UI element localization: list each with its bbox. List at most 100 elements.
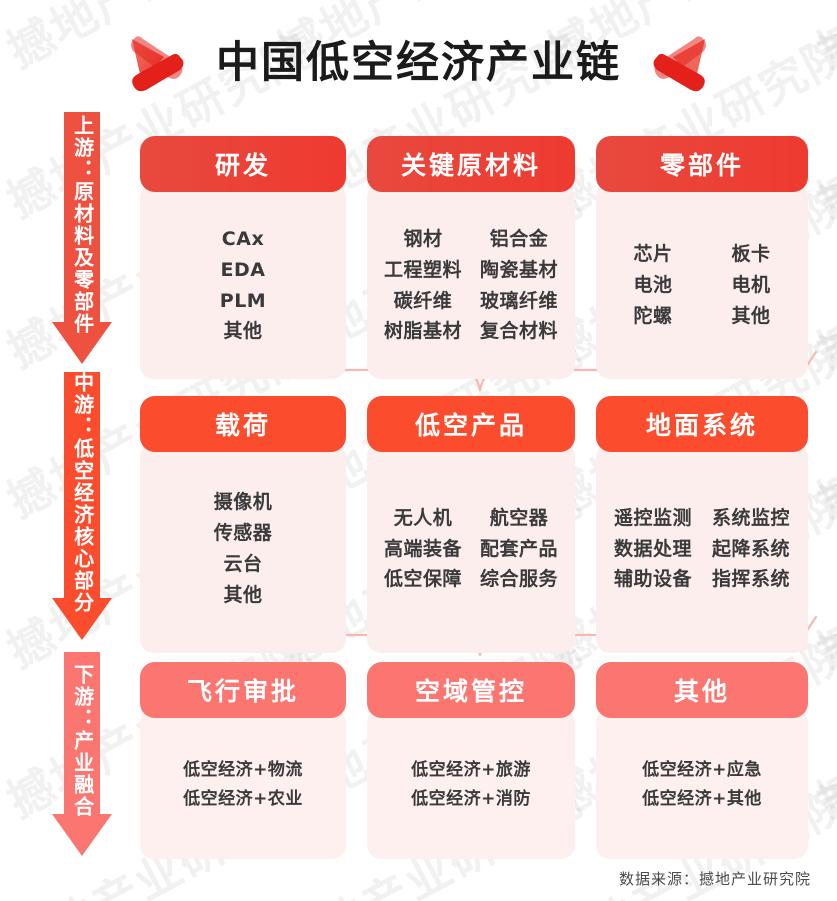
category-header[interactable]: 地面系统 (596, 396, 808, 452)
item-label: 低空经济+其他 (642, 789, 762, 809)
category-card[interactable]: 关键原材料钢材铝合金工程塑料陶瓷基材碳纤维 玻璃纤维树脂基材复合材料 (367, 136, 575, 379)
category-items-panel: 遥控监测系统监控数据处理起降系统辅助设备指挥系统 (596, 443, 808, 653)
category-items-panel: 摄像机传感器云台其他 (140, 443, 346, 653)
item-label: 综合服务 (479, 568, 558, 591)
title-bar: 中国低空经济产业链 (0, 22, 837, 104)
category-card[interactable]: 飞行审批低空经济+物流低空经济+农业 (140, 662, 346, 859)
category-header[interactable]: 其他 (596, 662, 808, 718)
item-label: 其他 (223, 320, 263, 343)
item-label: 碳纤维 (393, 289, 453, 312)
category-card[interactable]: 空域管控低空经济+旅游低空经济+消防 (367, 662, 575, 859)
stage-arrow-midstream: 中游：低空经济核心部分 (52, 372, 112, 640)
item-row: 其他 (148, 583, 338, 607)
category-header[interactable]: 零部件 (596, 136, 808, 192)
category-items-panel: 低空经济+应急低空经济+其他 (596, 709, 808, 859)
item-row: 低空经济+应急 (604, 761, 800, 781)
down-arrow-shape (52, 652, 112, 856)
category-header[interactable]: 载荷 (140, 396, 346, 452)
stage-arrow-upstream: 上游：原材料及零部件 (52, 112, 112, 364)
item-label: 低空经济+应急 (642, 760, 762, 781)
category-items-panel: 低空经济+物流低空经济+农业 (140, 709, 346, 859)
item-label: 数据处理 (613, 537, 692, 560)
down-arrow-shape (52, 112, 112, 364)
item-label: 高端装备 (383, 537, 462, 560)
item-row: 电池电机 (604, 274, 800, 297)
item-label: 传感器 (213, 522, 273, 545)
item-label: PLM (219, 289, 267, 312)
stage-arrow-label: 下游：产业融合 (70, 664, 95, 818)
item-row: 无人机航空器 (375, 506, 567, 530)
item-row: 低空经济+旅游 (375, 761, 567, 781)
item-row: 钢材铝合金 (375, 227, 567, 251)
stage-midstream: 载荷摄像机传感器云台其他低空产品无人机航空器高端装备配套产品低空保障综合服务地面… (140, 396, 808, 653)
category-items-panel: 芯片板卡电池电机陀螺 其他 (596, 183, 808, 379)
category-card[interactable]: 零部件芯片板卡电池电机陀螺 其他 (596, 136, 808, 379)
item-label: 配套产品 (479, 537, 558, 560)
item-label: 云台 (223, 553, 263, 575)
category-items-panel: 钢材铝合金工程塑料陶瓷基材碳纤维 玻璃纤维树脂基材复合材料 (367, 183, 575, 379)
item-row: 高端装备配套产品 (375, 537, 567, 561)
item-label: 低空经济+农业 (183, 789, 303, 809)
item-row: 低空经济+农业 (148, 789, 338, 810)
item-label: 系统监控 (711, 506, 790, 529)
item-row: 低空经济+其他 (604, 789, 800, 810)
item-label: 低空经济+物流 (183, 760, 303, 781)
item-label: 无人机 (393, 506, 453, 529)
item-row: 云台 (148, 553, 338, 576)
item-label: 辅助设备 (613, 568, 692, 591)
item-label: 其他 (731, 304, 771, 327)
item-row: 陀螺 其他 (604, 304, 800, 328)
item-label: CAx (221, 227, 265, 250)
item-label: 电池 (633, 274, 673, 297)
item-label: 复合材料 (479, 320, 558, 343)
category-card[interactable]: 低空产品无人机航空器高端装备配套产品低空保障综合服务 (367, 396, 575, 653)
item-label: 工程塑料 (383, 258, 462, 281)
stage-downstream: 飞行审批低空经济+物流低空经济+农业空域管控低空经济+旅游低空经济+消防其他低空… (140, 662, 808, 859)
category-card[interactable]: 地面系统遥控监测系统监控数据处理起降系统辅助设备指挥系统 (596, 396, 808, 653)
item-label: EDA (220, 258, 266, 281)
category-header[interactable]: 研发 (140, 136, 346, 192)
item-row: 低空经济+物流 (148, 761, 338, 781)
chevron-right-icon (131, 36, 184, 92)
item-row: 树脂基材复合材料 (375, 320, 567, 343)
item-label: 陀螺 (633, 304, 673, 327)
item-row: 摄像机 (148, 491, 338, 514)
category-header[interactable]: 飞行审批 (140, 662, 346, 718)
category-card[interactable]: 其他低空经济+应急低空经济+其他 (596, 662, 808, 859)
item-label: 玻璃纤维 (479, 289, 558, 312)
category-header[interactable]: 关键原材料 (367, 136, 575, 192)
category-card[interactable]: 载荷摄像机传感器云台其他 (140, 396, 346, 653)
item-row: 辅助设备指挥系统 (604, 569, 800, 591)
item-label: 摄像机 (213, 491, 273, 514)
item-label: 钢材 (403, 227, 443, 250)
category-header[interactable]: 空域管控 (367, 662, 575, 718)
item-row: EDA (148, 258, 338, 282)
category-header[interactable]: 低空产品 (367, 396, 575, 452)
item-label: 低空保障 (383, 568, 462, 591)
item-label: 其他 (223, 583, 263, 606)
item-label: 陶瓷基材 (479, 258, 558, 281)
item-row: 遥控监测系统监控 (604, 506, 800, 530)
item-label: 指挥系统 (711, 568, 790, 591)
data-source-note: 数据来源：撼地产业研究院 (618, 870, 811, 888)
chevron-left-icon (653, 36, 706, 92)
item-row: 碳纤维 玻璃纤维 (375, 289, 567, 313)
item-row: PLM (148, 289, 338, 313)
item-label: 遥控监测 (613, 506, 692, 529)
item-row: 工程塑料陶瓷基材 (375, 258, 567, 282)
item-row: 低空经济+消防 (375, 789, 567, 810)
stage-arrow-label: 上游：原材料及零部件 (70, 115, 95, 335)
item-row: 芯片板卡 (604, 243, 800, 266)
item-row: 低空保障综合服务 (375, 569, 567, 591)
down-arrow-shape (52, 372, 112, 640)
category-items-panel: 无人机航空器高端装备配套产品低空保障综合服务 (367, 443, 575, 653)
item-label: 低空经济+旅游 (411, 760, 531, 781)
item-label: 低空经济+消防 (411, 789, 531, 809)
stage-arrow-downstream: 下游：产业融合 (52, 652, 112, 856)
item-row: 数据处理起降系统 (604, 537, 800, 561)
page-title: 中国低空经济产业链 (216, 37, 621, 88)
